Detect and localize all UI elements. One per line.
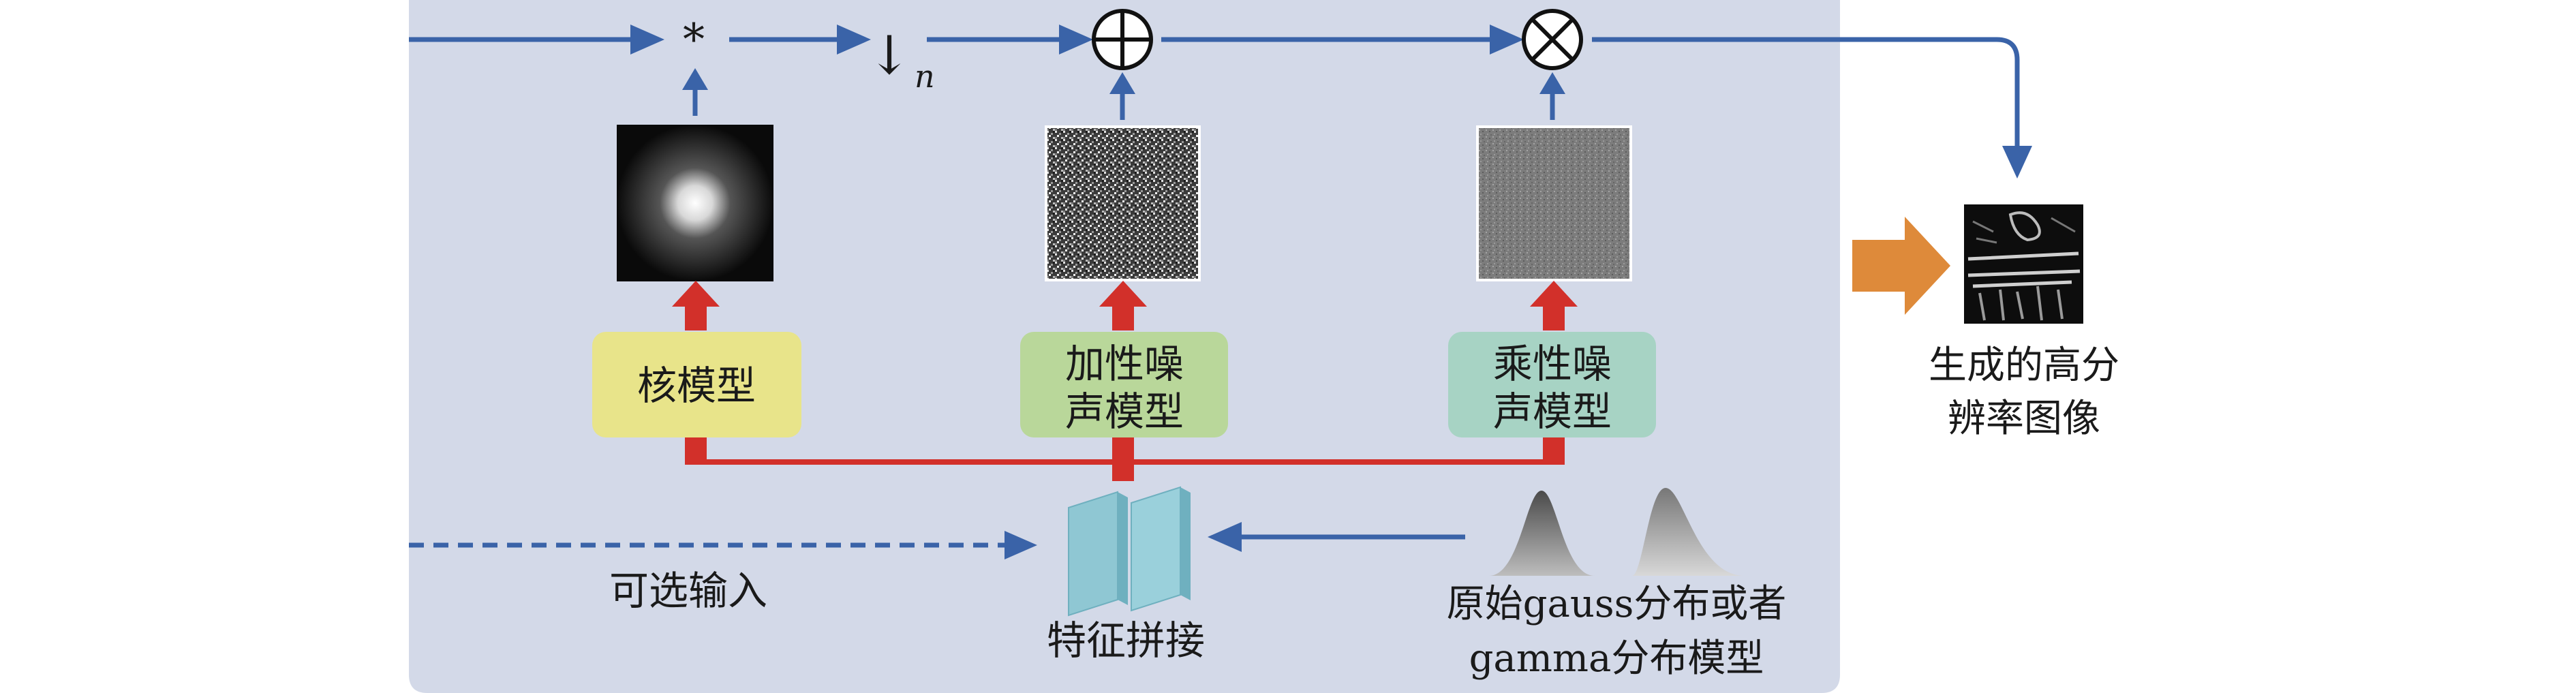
convolution-symbol: *: [683, 15, 705, 65]
additive-noise-image: [1045, 125, 1201, 281]
gamma-peak-icon: [1632, 488, 1745, 576]
add-noise-condition-arrowhead: [1099, 281, 1147, 307]
add-noise-up-arrowhead: [1109, 72, 1135, 94]
output-orange-arrow: [1852, 217, 1950, 315]
multiplicative-noise-label-line2: 声模型: [1493, 388, 1612, 435]
distribution-label-line2: gamma分布模型: [1469, 636, 1764, 681]
downsample-arrowhead: [1059, 25, 1093, 55]
kernel-model-label: 核模型: [637, 363, 756, 409]
top-flow: [409, 37, 2020, 157]
conv-arrowhead: [837, 25, 871, 55]
additive-noise-model-box: 加性噪 声模型: [1020, 332, 1228, 437]
condition-connector-line: [685, 459, 1565, 465]
output-arrowhead: [2002, 146, 2032, 179]
additive-noise-label-line2: 声模型: [1065, 388, 1184, 435]
kernel-model-box: 核模型: [592, 332, 801, 437]
downsample-symbol: ↓ n: [867, 25, 934, 95]
optional-input-arrowhead: [1005, 531, 1037, 559]
mul-noise-condition-arrowhead: [1530, 281, 1578, 307]
optional-input-label: 可选输入: [609, 568, 767, 614]
distribution-label-line1: 原始gauss分布或者: [1447, 582, 1787, 626]
kernel-image: [617, 125, 773, 281]
multiplicative-noise-model-box: 乘性噪 声模型: [1448, 332, 1656, 437]
output-label-line2: 辨率图像: [1948, 397, 2100, 441]
kernel-stem: [685, 437, 707, 462]
distribution-arrowhead: [1208, 522, 1242, 552]
feature-concat-label: 特征拼接: [1047, 617, 1205, 664]
output-label-line1: 生成的高分: [1929, 343, 2119, 388]
mul-noise-up-arrowhead: [1539, 72, 1565, 94]
center-stem: [1112, 436, 1134, 481]
input-arrowhead: [630, 25, 664, 55]
add-operator-icon: [1092, 9, 1153, 70]
output-hr-image: [1964, 204, 2083, 324]
multiplicative-noise-image: [1476, 125, 1632, 281]
multiplicative-noise-label-line1: 乘性噪: [1493, 341, 1612, 387]
kernel-condition-arrowhead: [672, 281, 720, 307]
mul-arrowhead: [1490, 25, 1524, 55]
add-noise-condition-shaft: [1112, 303, 1134, 330]
gaussian-peak-icon: [1489, 491, 1595, 576]
additive-noise-label-line1: 加性噪: [1065, 341, 1184, 387]
downsample-arrow-glyph: ↓: [867, 25, 911, 87]
kernel-condition-shaft: [685, 303, 707, 330]
multiply-operator-icon: [1522, 9, 1583, 70]
mul-noise-condition-shaft: [1543, 303, 1565, 330]
kernel-up-arrowhead: [682, 68, 708, 90]
downsample-factor: n: [915, 58, 935, 95]
mul-to-output-arrow: [1592, 37, 2020, 157]
feature-concat-icon: [1068, 486, 1191, 617]
